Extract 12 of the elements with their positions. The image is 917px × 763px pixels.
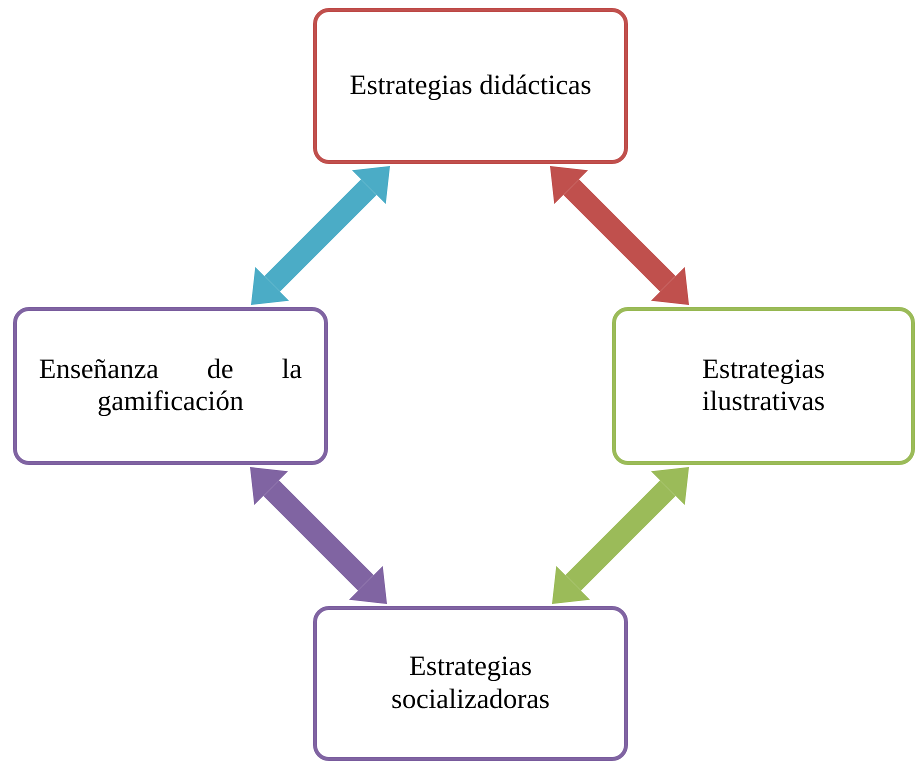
double-arrow xyxy=(250,467,387,604)
rounded-box xyxy=(13,307,328,465)
box-label: Estrategias socializadoras xyxy=(390,651,551,716)
rounded-box xyxy=(612,307,915,465)
double-arrow xyxy=(552,467,689,604)
box-label: Estrategias ilustrativas xyxy=(701,354,826,418)
rounded-box xyxy=(313,8,628,164)
double-arrow xyxy=(550,166,689,305)
box-label: Estrategias didácticas xyxy=(348,70,592,102)
box-label: Enseñanza de la gamificación xyxy=(39,354,302,418)
rounded-box xyxy=(313,606,628,761)
double-arrow xyxy=(251,166,390,305)
